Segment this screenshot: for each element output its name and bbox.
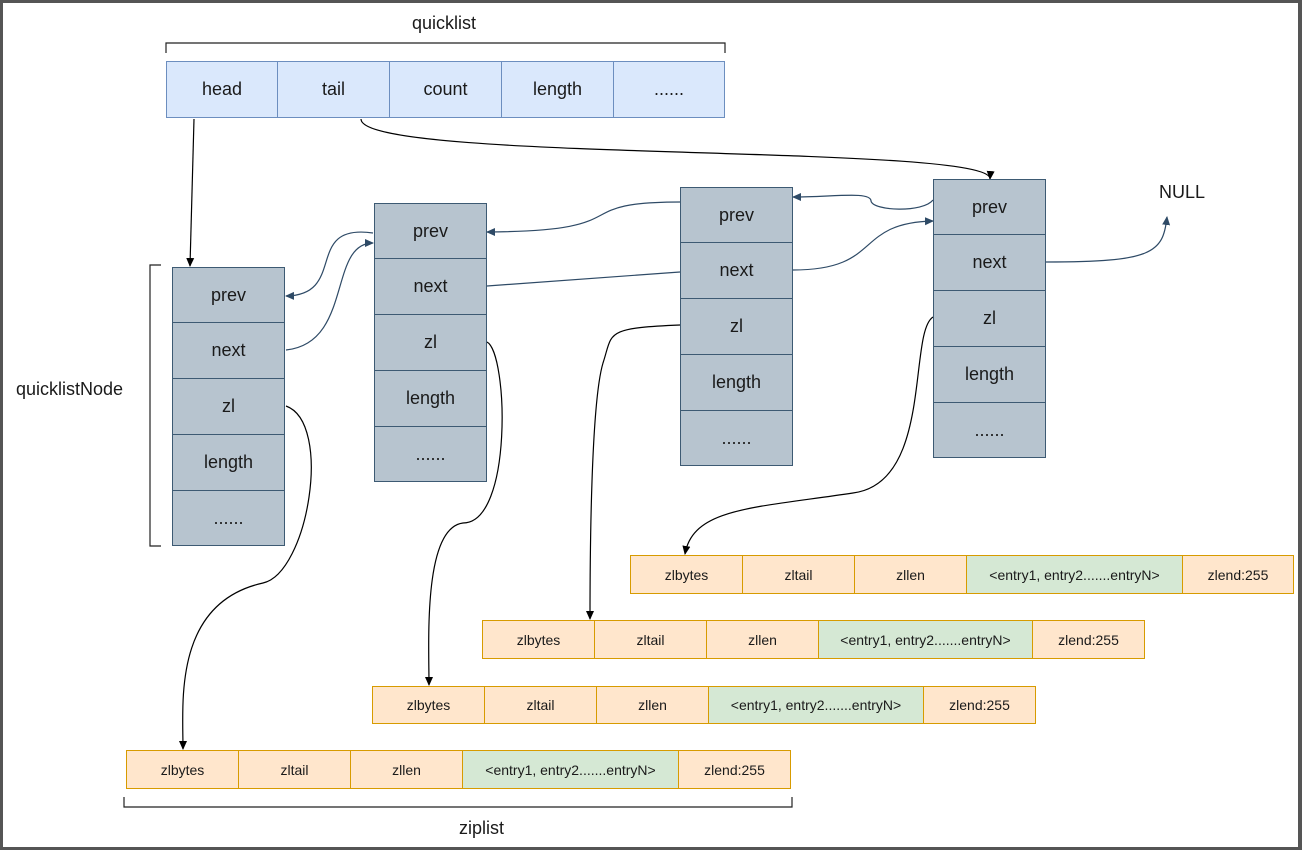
node3-zl-arrow: [586, 324, 681, 620]
node-field-ellipsis: ......: [374, 426, 487, 482]
node-field-zl: zl: [374, 314, 487, 371]
ziplist-field-entries: <entry1, entry2.......entryN>: [966, 555, 1183, 594]
node-field-next: next: [172, 322, 285, 379]
quicklist-node-label: quicklistNode: [16, 379, 124, 399]
node-field-prev: prev: [933, 179, 1046, 235]
node1-next-arrow: [285, 239, 374, 351]
ziplist-field-zlbytes: zlbytes: [372, 686, 485, 724]
quicklist-field-count: count: [389, 61, 502, 118]
node4-zl-arrow: [682, 316, 934, 555]
node-field-ellipsis: ......: [172, 490, 285, 546]
null-label: NULL: [1159, 182, 1206, 202]
node-field-length: length: [374, 370, 487, 427]
quicklist-field-tail: tail: [277, 61, 390, 118]
ziplist-field-entries: <entry1, entry2.......entryN>: [462, 750, 679, 789]
node-field-next: next: [933, 234, 1046, 291]
node3-prev-arrow: [486, 201, 681, 236]
quicklist-field-ellipsis: ......: [613, 61, 725, 118]
ziplist-label: ziplist: [459, 818, 505, 838]
node-field-prev: prev: [374, 203, 487, 259]
quicklist-field-head: head: [166, 61, 278, 118]
ziplist-field-zllen: zllen: [854, 555, 967, 594]
quicklist-brace: [165, 42, 726, 53]
node-field-prev: prev: [680, 187, 793, 243]
node4-next-null-arrow: [1045, 216, 1171, 263]
node3-next-arrow: [792, 217, 934, 271]
node1-zl-arrow: [178, 405, 312, 750]
wires-layer: [123, 42, 1171, 808]
node2-next-arrow: [486, 271, 681, 287]
ziplist-field-zlend: zlend:255: [678, 750, 791, 789]
node-field-zl: zl: [933, 290, 1046, 347]
ziplist-field-entries: <entry1, entry2.......entryN>: [818, 620, 1033, 659]
node-field-length: length: [172, 434, 285, 491]
node-field-ellipsis: ......: [680, 410, 793, 466]
ziplist-field-zltail: zltail: [484, 686, 597, 724]
node2-zl-arrow: [424, 341, 503, 686]
node-field-ellipsis: ......: [933, 402, 1046, 458]
ziplist-brace: [123, 797, 793, 808]
ziplist-field-zltail: zltail: [238, 750, 351, 789]
node4-prev-arrow: [792, 192, 934, 210]
ziplist-field-zllen: zllen: [706, 620, 819, 659]
node-field-next: next: [374, 258, 487, 315]
head-pointer-arrow: [186, 118, 195, 267]
ziplist-field-zlend: zlend:255: [1182, 555, 1294, 594]
quicklist-title: quicklist: [412, 13, 477, 33]
ziplist-field-zltail: zltail: [742, 555, 855, 594]
node-field-prev: prev: [172, 267, 285, 323]
ziplist-field-zlbytes: zlbytes: [126, 750, 239, 789]
ziplist-field-zllen: zllen: [596, 686, 709, 724]
tail-pointer-arrow: [360, 118, 995, 180]
node-field-length: length: [933, 346, 1046, 403]
ziplist-field-zlend: zlend:255: [923, 686, 1036, 724]
ziplist-field-zllen: zllen: [350, 750, 463, 789]
node-field-next: next: [680, 242, 793, 299]
ziplist-field-zlend: zlend:255: [1032, 620, 1145, 659]
node2-prev-arrow: [285, 231, 374, 300]
ziplist-field-zlbytes: zlbytes: [482, 620, 595, 659]
quicklist-field-length: length: [501, 61, 614, 118]
node-field-zl: zl: [680, 298, 793, 355]
node-field-length: length: [680, 354, 793, 411]
node-field-zl: zl: [172, 378, 285, 435]
quicklist-node-brace: [149, 264, 161, 547]
ziplist-field-entries: <entry1, entry2.......entryN>: [708, 686, 924, 724]
ziplist-field-zlbytes: zlbytes: [630, 555, 743, 594]
ziplist-field-zltail: zltail: [594, 620, 707, 659]
